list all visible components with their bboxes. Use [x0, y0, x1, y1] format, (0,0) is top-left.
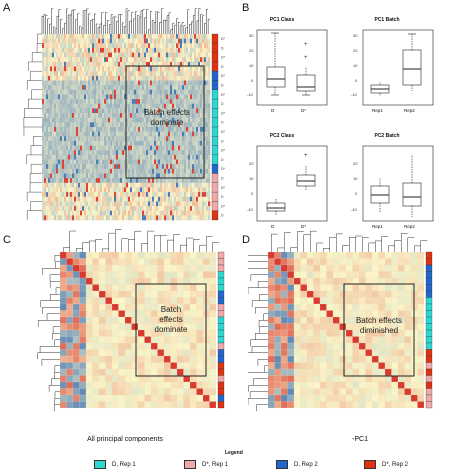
panel-d-caption: -PC1 — [352, 436, 368, 443]
svg-text:D: D — [221, 139, 224, 143]
boxplot-4-xlabel-2: Rep2 — [404, 224, 415, 229]
panel-b-label: B — [242, 2, 250, 14]
boxplot-title-3: PC2 Class — [269, 133, 295, 139]
svg-text:D*: D* — [221, 37, 226, 41]
svg-text:+: + — [304, 55, 308, 61]
top-dendrogram — [41, 8, 210, 34]
svg-text:0: 0 — [251, 78, 254, 83]
legend-swatch — [184, 460, 196, 469]
left-dendrogram — [37, 255, 60, 412]
sample-color-bar — [217, 251, 225, 409]
boxplot-title-1: PC1 Class — [269, 17, 295, 23]
svg-text:-10: -10 — [247, 207, 254, 212]
svg-text:30: 30 — [353, 33, 358, 38]
svg-text:D: D — [221, 121, 224, 125]
svg-text:D*: D* — [221, 204, 226, 208]
svg-text:-10: -10 — [247, 92, 254, 97]
svg-text:D*: D* — [221, 167, 226, 171]
heatmap-cells — [42, 34, 211, 221]
svg-text:20: 20 — [249, 161, 254, 166]
boxplot-pc2-class: 20 10 0 -10 + — [247, 145, 328, 222]
legend-item-dstar-rep1: D*, Rep 1 — [184, 460, 228, 469]
svg-text:D*: D* — [221, 74, 226, 78]
svg-text:D: D — [221, 46, 224, 50]
svg-text:D: D — [221, 158, 224, 162]
svg-text:D: D — [221, 177, 224, 181]
svg-text:10: 10 — [353, 176, 358, 181]
svg-text:20: 20 — [249, 48, 254, 53]
boxplot-pc2-batch: 20 10 0 -10 — [351, 145, 434, 222]
boxplot-1-xlabel-1: D — [271, 108, 275, 113]
boxplot-pc1-class: 30 20 10 0 -10 + + — [247, 29, 328, 106]
svg-text:-10: -10 — [351, 92, 358, 97]
heatmap-cells — [59, 251, 217, 409]
legend-swatch — [94, 460, 106, 469]
boxplot-2-xlabel-2: Rep2 — [404, 108, 415, 113]
svg-text:D: D — [221, 102, 224, 106]
panel-d-label: D — [242, 234, 250, 246]
svg-text:30: 30 — [249, 33, 254, 38]
svg-text:D: D — [221, 214, 224, 218]
svg-text:20: 20 — [353, 161, 358, 166]
highlight-box — [125, 65, 205, 179]
svg-text:+: + — [304, 153, 308, 159]
panel-d-heatmap — [248, 230, 433, 412]
svg-text:0: 0 — [355, 191, 358, 196]
svg-text:D: D — [221, 84, 224, 88]
svg-text:D*: D* — [221, 111, 226, 115]
svg-text:0: 0 — [355, 78, 358, 83]
legend-item-d-rep1: D, Rep 1 — [94, 460, 136, 469]
svg-text:D*: D* — [221, 56, 226, 60]
left-dendrogram — [23, 33, 42, 220]
boxplot-3-xlabel-2: D* — [301, 224, 307, 229]
legend-swatch — [364, 460, 376, 469]
boxplot-title-2: PC1 Batch — [374, 17, 400, 23]
svg-text:-10: -10 — [351, 207, 358, 212]
top-dendrogram — [271, 230, 428, 252]
svg-text:D: D — [221, 65, 224, 69]
panel-c-heatmap — [37, 229, 225, 412]
boxplot-pc1-batch: 30 20 10 0 -10 — [351, 29, 434, 106]
svg-text:D: D — [221, 195, 224, 199]
sample-color-bar: D* D D* D D* D D* D D* D D* D D* D D* D D* D D* D — [211, 33, 226, 221]
svg-text:10: 10 — [249, 176, 254, 181]
svg-text:10: 10 — [353, 63, 358, 68]
boxplot-3-xlabel-1: D — [271, 224, 275, 229]
svg-text:10: 10 — [249, 63, 254, 68]
legend-item-dstar-rep2: D*, Rep 2 — [364, 460, 408, 469]
svg-text:20: 20 — [353, 48, 358, 53]
top-dendrogram — [63, 229, 220, 252]
legend-swatch — [276, 460, 288, 469]
svg-text:D*: D* — [221, 186, 226, 190]
svg-text:+: + — [304, 42, 308, 48]
highlight-box — [135, 283, 207, 377]
left-dendrogram — [248, 255, 268, 412]
highlight-box — [343, 283, 415, 377]
svg-text:D*: D* — [221, 130, 226, 134]
boxplot-title-4: PC2 Batch — [374, 133, 400, 139]
legend-item-d-rep2: D, Rep 2 — [276, 460, 318, 469]
legend-title: Legend — [225, 450, 243, 456]
panel-a-label: A — [3, 2, 11, 14]
svg-text:D*: D* — [221, 149, 226, 153]
panel-c-caption: All principal components — [87, 436, 163, 443]
panel-a-heatmap: D* D D* D D* D D* D D* D D* D D* D D* D D* D D* D — [23, 8, 226, 221]
boxplot-1-xlabel-2: D* — [301, 108, 307, 113]
svg-text:D*: D* — [221, 93, 226, 97]
sample-color-bar — [425, 251, 433, 409]
panel-c-label: C — [3, 234, 11, 246]
boxplot-2-xlabel-1: Rep1 — [372, 108, 383, 113]
boxplot-4-xlabel-1: Rep1 — [372, 224, 383, 229]
svg-text:0: 0 — [251, 191, 254, 196]
